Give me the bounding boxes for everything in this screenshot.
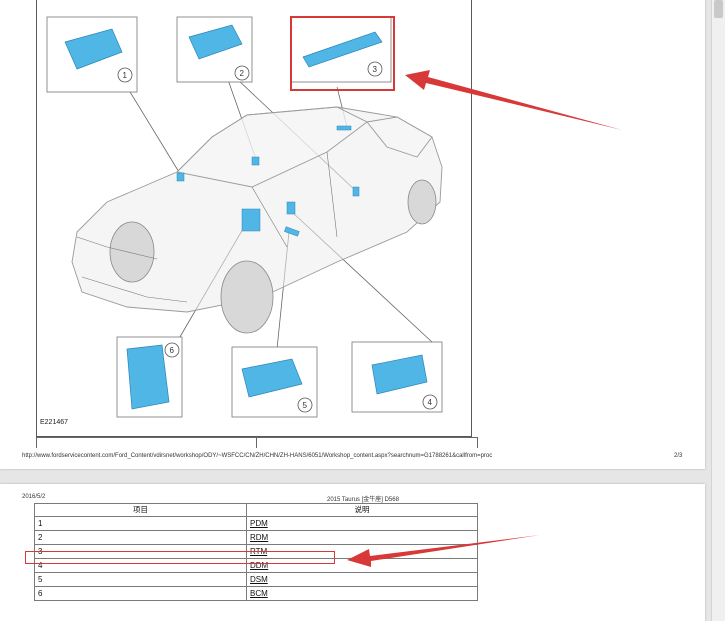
item-number: 2 <box>34 530 247 545</box>
callout-5: 5 <box>303 401 308 410</box>
callout-2: 2 <box>240 69 245 78</box>
table-row: 1 PDM <box>34 516 478 531</box>
callout-4: 4 <box>428 398 433 407</box>
item-number: 5 <box>34 572 247 587</box>
vertical-scrollbar[interactable] <box>711 0 725 621</box>
description-cell: PDM <box>246 516 478 531</box>
module-link-ddm[interactable]: DDM <box>250 561 269 570</box>
item-number: 6 <box>34 586 247 601</box>
module-link-pdm[interactable]: PDM <box>250 519 268 528</box>
header-item: 项目 <box>34 503 247 517</box>
callout-6: 6 <box>170 346 175 355</box>
header-description: 说明 <box>246 503 478 517</box>
description-cell: DSM <box>246 572 478 587</box>
callout-3: 3 <box>373 65 378 74</box>
document-title: 2015 Taurus [金牛座] D568 <box>327 497 399 503</box>
callout-1: 1 <box>123 71 128 80</box>
vehicle-module-diagram: 1 2 3 4 5 6 <box>46 16 443 418</box>
table-header-row: 项目 说明 <box>34 503 478 517</box>
description-cell: BCM <box>246 586 478 601</box>
table-row: 2 RDM <box>34 530 478 545</box>
table-row: 6 BCM <box>34 586 478 601</box>
source-url[interactable]: http://www.fordservicecontent.com/Ford_C… <box>22 453 493 459</box>
module-location-figure: 1 2 3 4 5 6 <box>36 0 472 437</box>
print-date: 2016/5/2 <box>22 494 46 500</box>
document-page-1: 1 2 3 4 5 6 E221467 http://www.fordservi… <box>0 0 705 469</box>
module-link-bcm[interactable]: BCM <box>250 589 268 598</box>
item-number: 1 <box>34 516 247 531</box>
table-row: 5 DSM <box>34 572 478 587</box>
page-number: 2/3 <box>674 453 683 459</box>
module-link-dsm[interactable]: DSM <box>250 575 268 584</box>
description-cell: RDM <box>246 530 478 545</box>
page-divider <box>36 437 478 448</box>
rtm-row-highlight-box <box>25 551 335 564</box>
scrollbar-thumb[interactable] <box>714 0 723 18</box>
module-link-rdm[interactable]: RDM <box>250 533 269 542</box>
figure-id-label: E221467 <box>40 419 69 426</box>
